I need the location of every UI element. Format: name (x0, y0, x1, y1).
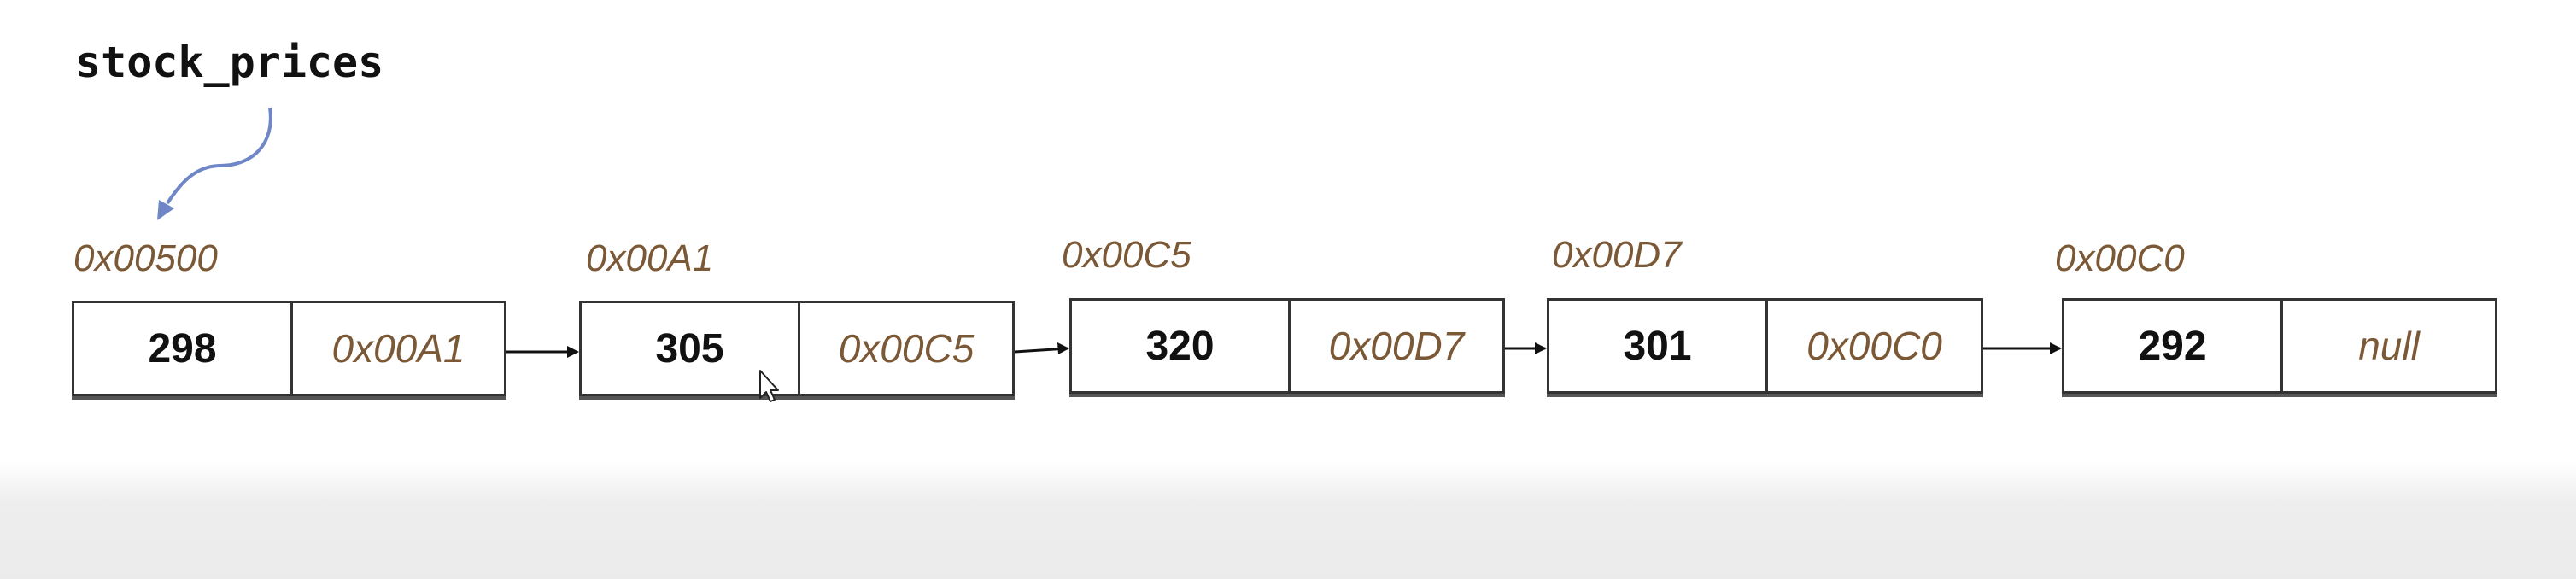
node-value-2: 320 (1072, 301, 1291, 391)
next-arrow-3 (1983, 342, 2062, 354)
list-node-3: 301 0x00C0 (1547, 298, 1983, 394)
list-node-0: 298 0x00A1 (72, 301, 506, 396)
node-address-4: 0x00C0 (2055, 237, 2185, 279)
node-next-pointer-2: 0x00D7 (1328, 324, 1465, 368)
bottom-band (0, 461, 2576, 579)
node-value-3: 301 (1549, 301, 1768, 391)
next-arrow-0 (506, 346, 579, 358)
variable-name: stock_prices (75, 38, 384, 87)
head-pointer-arrow (157, 107, 272, 220)
node-address-2: 0x00C5 (1062, 234, 1191, 276)
node-value-4: 292 (2064, 301, 2283, 391)
next-arrow-2 (1505, 342, 1547, 354)
mouse-pointer-icon (759, 370, 779, 402)
node-next-pointer-0: 0x00A1 (331, 326, 465, 371)
node-value-0: 298 (74, 303, 293, 394)
node-address-3: 0x00D7 (1552, 234, 1682, 276)
list-node-1: 305 0x00C5 (579, 301, 1015, 396)
node-next-pointer-4: null (2358, 324, 2420, 368)
list-node-2: 320 0x00D7 (1069, 298, 1505, 394)
node-next-pointer-1: 0x00C5 (838, 326, 975, 371)
node-address-1: 0x00A1 (586, 237, 714, 279)
node-next-pointer-3: 0x00C0 (1806, 324, 1942, 368)
list-node-4: 292 null (2062, 298, 2497, 394)
node-address-0: 0x00500 (73, 237, 218, 279)
node-value-1: 305 (582, 303, 800, 394)
next-arrow-1 (1014, 342, 1069, 354)
